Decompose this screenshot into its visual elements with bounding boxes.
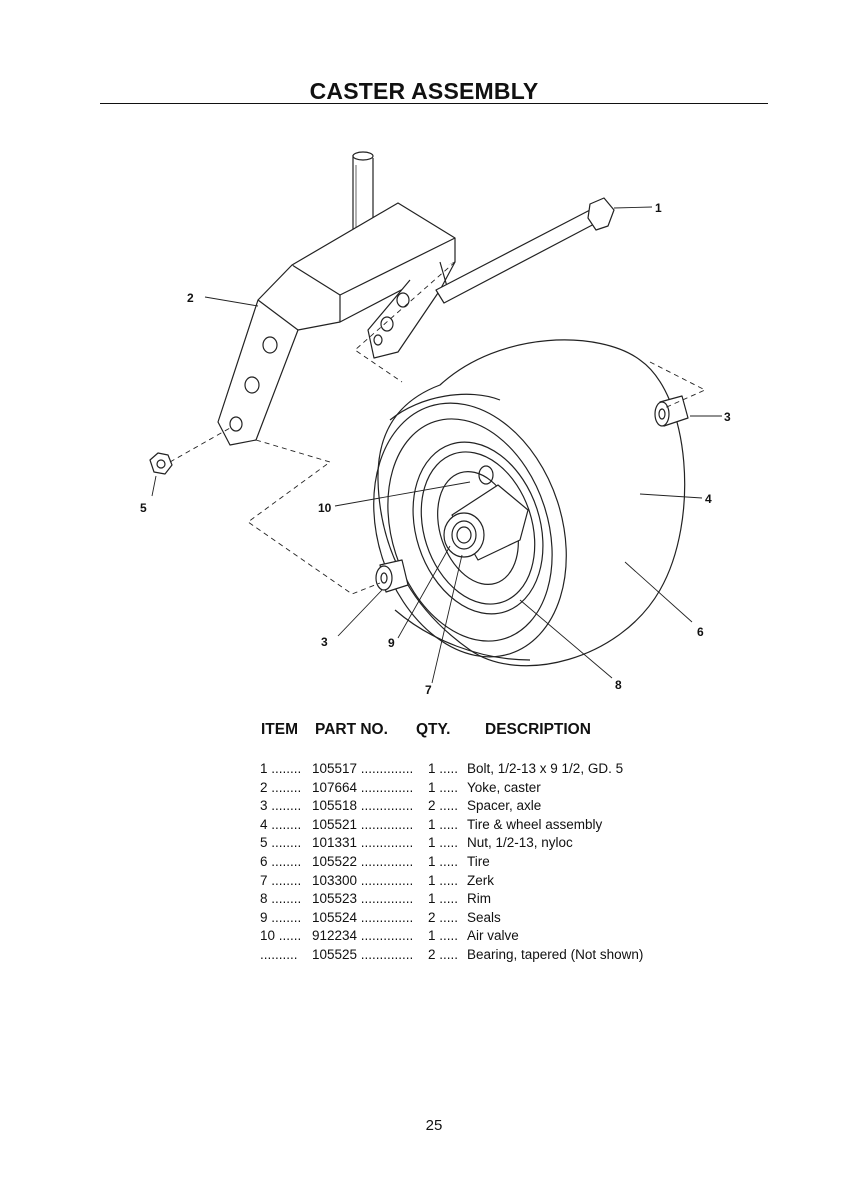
part-item-cell: ..........: [260, 946, 298, 962]
part-number-cell: 103300 ..............: [312, 872, 414, 888]
callout-1: 1: [655, 201, 662, 215]
part-description-cell: Seals: [467, 909, 501, 925]
bolt-part: [435, 197, 615, 304]
nut-part: [149, 452, 173, 475]
part-item-cell: 9 ........: [260, 909, 302, 925]
header-description: DESCRIPTION: [485, 721, 591, 738]
parts-row: 9 ........ 105524 .............. 2 ..... Se…: [260, 909, 700, 928]
part-description-cell: Nut, 1/2-13, nyloc: [467, 835, 573, 851]
part-item-cell: 5 ........: [260, 835, 302, 851]
part-number-cell: 101331 ..............: [312, 835, 414, 851]
parts-row: .......... 105525 .............. 2 ..... Be…: [260, 946, 700, 965]
part-qty-cell: 1 .....: [428, 779, 459, 795]
part-item-cell: 2 ........: [260, 779, 302, 795]
parts-row: 10 ...... 912234 .............. 1 ..... Air…: [260, 927, 700, 946]
callout-3-left: 3: [321, 635, 328, 649]
parts-row: 3 ........ 105518 .............. 2 ..... Sp…: [260, 797, 700, 816]
part-qty-cell: 1 .....: [428, 891, 459, 907]
parts-row: 6 ........ 105522 .............. 1 ..... Ti…: [260, 853, 700, 872]
hub-part: [443, 465, 529, 561]
part-number-cell: 912234 ..............: [312, 928, 414, 944]
part-description-cell: Zerk: [467, 872, 494, 888]
part-qty-cell: 1 .....: [428, 835, 459, 851]
callout-8: 8: [615, 678, 622, 692]
parts-list: 1 ........ 105517 .............. 1 ..... Bo…: [260, 760, 700, 965]
parts-row: 1 ........ 105517 .............. 1 ..... Bo…: [260, 760, 700, 779]
part-qty-cell: 2 .....: [428, 798, 459, 814]
part-description-cell: Spacer, axle: [467, 798, 542, 814]
callout-10: 10: [318, 501, 332, 515]
header-item: ITEM: [261, 721, 299, 738]
part-description-cell: Yoke, caster: [467, 779, 541, 795]
part-number-cell: 105522 ..............: [312, 853, 414, 869]
part-number-cell: 105524 ..............: [312, 909, 414, 925]
parts-row: 8 ........ 105523 .............. 1 ..... Ri…: [260, 890, 700, 909]
part-description-cell: Tire & wheel assembly: [467, 816, 603, 832]
part-item-cell: 6 ........: [260, 853, 302, 869]
part-number-cell: 105523 ..............: [312, 891, 414, 907]
parts-row: 7 ........ 103300 .............. 1 ..... Ze…: [260, 872, 700, 891]
part-qty-cell: 1 .....: [428, 816, 459, 832]
part-item-cell: 7 ........: [260, 872, 302, 888]
page-number: 25: [425, 1117, 443, 1134]
parts-table-header: ITEM PART NO. QTY. DESCRIPTION: [261, 721, 681, 741]
part-description-cell: Air valve: [467, 928, 519, 944]
part-qty-cell: 2 .....: [428, 909, 459, 925]
part-item-cell: 3 ........: [260, 798, 302, 814]
part-item-cell: 10 ......: [260, 928, 302, 944]
callout-2: 2: [187, 291, 194, 305]
callout-9: 9: [388, 636, 395, 650]
part-number-cell: 105518 ..............: [312, 798, 414, 814]
part-description-cell: Tire: [467, 853, 490, 869]
yoke-caster-part: [217, 202, 456, 446]
header-qty: QTY.: [416, 721, 451, 738]
title-rule: [100, 103, 768, 104]
part-qty-cell: 1 .....: [428, 761, 459, 776]
part-number-cell: 105521 ..............: [312, 816, 414, 832]
spacer-right-part: [654, 395, 689, 427]
part-item-cell: 1 ........: [260, 761, 302, 776]
spacer-left-part: [375, 559, 409, 593]
part-item-cell: 8 ........: [260, 891, 302, 907]
part-description-cell: Bearing, tapered (Not shown): [467, 946, 644, 962]
parts-row: 4 ........ 105521 .............. 1 ..... Ti…: [260, 816, 700, 835]
part-description-cell: Rim: [467, 891, 491, 907]
header-part-no: PART NO.: [315, 721, 388, 738]
callout-5: 5: [140, 501, 147, 515]
part-description-cell: Bolt, 1/2-13 x 9 1/2, GD. 5: [467, 761, 624, 776]
part-item-cell: 4 ........: [260, 816, 302, 832]
parts-row: 2 ........ 107664 .............. 1 ..... Yo…: [260, 779, 700, 798]
caster-assembly-diagram: 1 2 3 4 5 6 7 8 9 10 3: [140, 151, 731, 697]
part-qty-cell: 1 .....: [428, 928, 459, 944]
page-title: CASTER ASSEMBLY: [309, 78, 539, 104]
part-number-cell: 105517 ..............: [312, 761, 414, 776]
part-qty-cell: 1 .....: [428, 853, 459, 869]
part-qty-cell: 2 .....: [428, 946, 459, 962]
callout-4: 4: [705, 492, 712, 506]
callout-7: 7: [425, 683, 432, 697]
callout-6: 6: [697, 625, 704, 639]
part-number-cell: 107664 ..............: [312, 779, 414, 795]
part-qty-cell: 1 .....: [428, 872, 459, 888]
callout-3-right: 3: [724, 410, 731, 424]
parts-row: 5 ........ 101331 .............. 1 ..... Nu…: [260, 834, 700, 853]
part-number-cell: 105525 ..............: [312, 946, 414, 962]
